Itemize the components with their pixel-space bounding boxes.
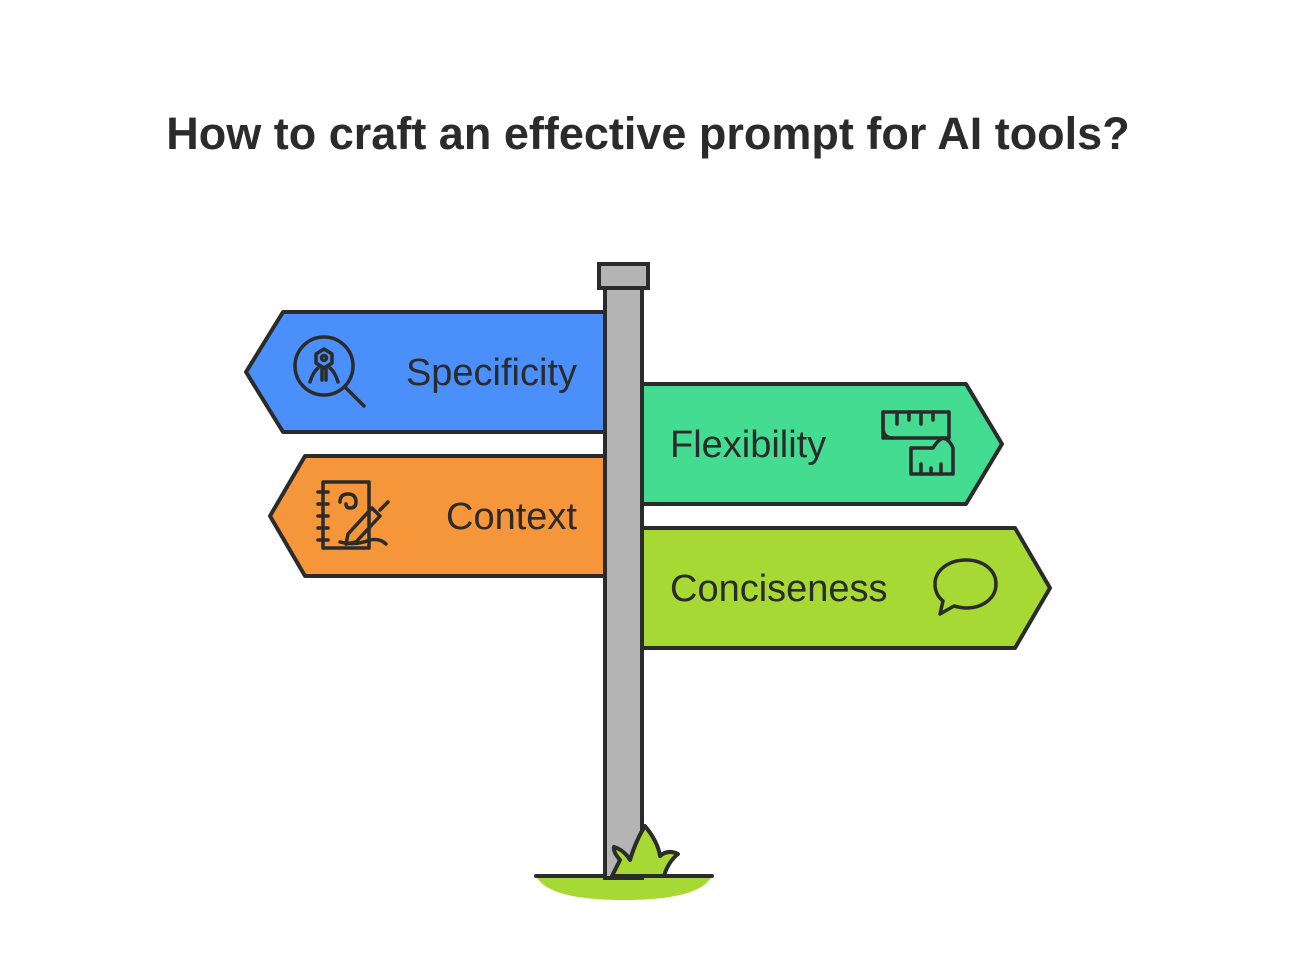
- sign-label-specificity: Specificity: [406, 352, 577, 394]
- sign-context: Context: [268, 454, 607, 578]
- sign-label-flexibility: Flexibility: [670, 424, 826, 466]
- speech-bubble-icon: [933, 558, 998, 616]
- notebook-pen-icon: [316, 480, 390, 550]
- grass-tuft-icon: [610, 824, 680, 878]
- magnifier-gear-icon: [293, 335, 366, 408]
- sign-label-conciseness: Conciseness: [670, 568, 888, 610]
- measuring-tape-icon: [881, 410, 955, 476]
- page-title: How to craft an effective prompt for AI …: [166, 108, 1130, 159]
- sign-conciseness: Conciseness: [640, 526, 1052, 650]
- sign-label-context: Context: [446, 496, 577, 538]
- sign-flexibility: Flexibility: [640, 382, 1004, 506]
- sign-specificity: Specificity: [244, 310, 607, 434]
